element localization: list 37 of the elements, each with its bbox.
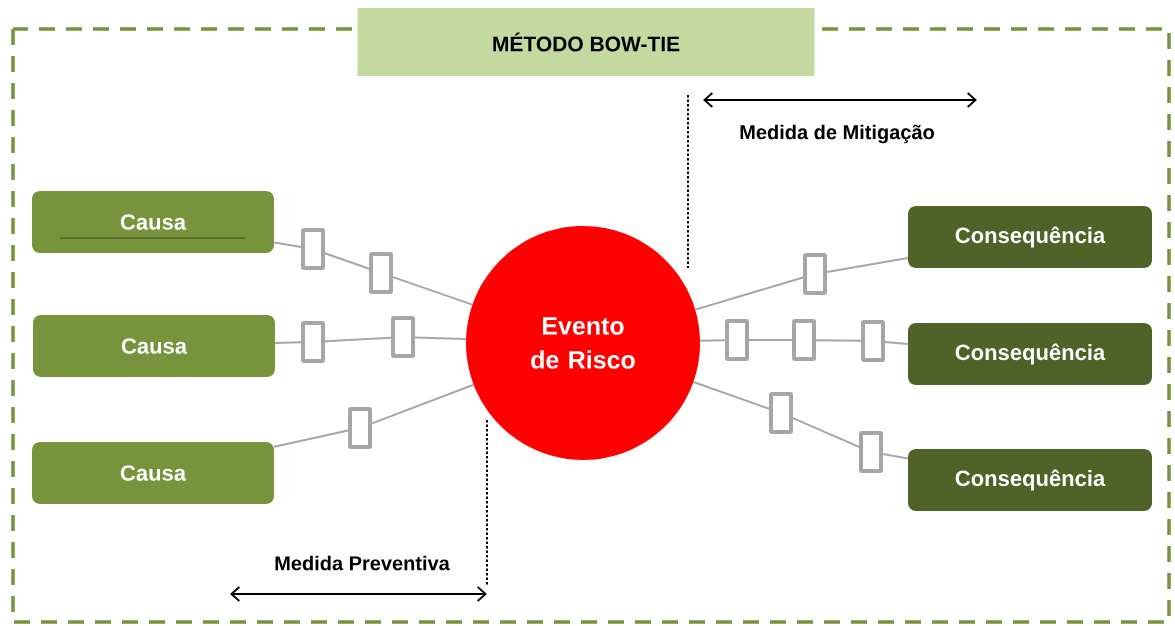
- barrier-box: [859, 431, 883, 473]
- consequence-box: Consequência: [908, 206, 1152, 268]
- connector-line: [392, 276, 474, 306]
- connector-line: [414, 336, 467, 341]
- connector-line: [882, 453, 909, 460]
- barrier-box: [769, 392, 793, 434]
- connector-line: [748, 339, 793, 341]
- connector-line: [699, 339, 726, 342]
- connector-line: [324, 252, 370, 270]
- barrier-box: [861, 320, 885, 362]
- cause-box: Causa: [32, 191, 274, 253]
- cause-box: Causa: [33, 315, 275, 377]
- connector-line: [826, 256, 909, 273]
- connector-line: [815, 339, 862, 342]
- barrier-box: [792, 319, 816, 361]
- barrier-box: [391, 316, 415, 358]
- measure-label: Medida de Mitigação: [740, 124, 934, 144]
- connector-line: [694, 276, 804, 311]
- measure-label: Medida Preventiva: [275, 555, 450, 571]
- barrier-box: [803, 253, 827, 295]
- cause-box: Causa: [32, 442, 274, 504]
- barrier-box: [301, 228, 325, 270]
- connector-line: [324, 336, 392, 343]
- title-box: MÉTODO BOW-TIE: [357, 8, 815, 76]
- connector-line: [692, 381, 770, 410]
- connector-line: [274, 341, 302, 344]
- barrier-box: [301, 321, 325, 363]
- connector-line: [884, 341, 909, 345]
- barrier-box: [348, 407, 372, 449]
- connector-line: [371, 383, 475, 425]
- connector-line: [792, 417, 860, 448]
- consequence-box: Consequência: [908, 449, 1152, 511]
- connector-line: [273, 241, 302, 248]
- consequence-box: Consequência: [908, 323, 1152, 385]
- connector-line: [273, 429, 349, 448]
- barrier-box: [369, 252, 393, 294]
- barrier-box: [725, 319, 749, 361]
